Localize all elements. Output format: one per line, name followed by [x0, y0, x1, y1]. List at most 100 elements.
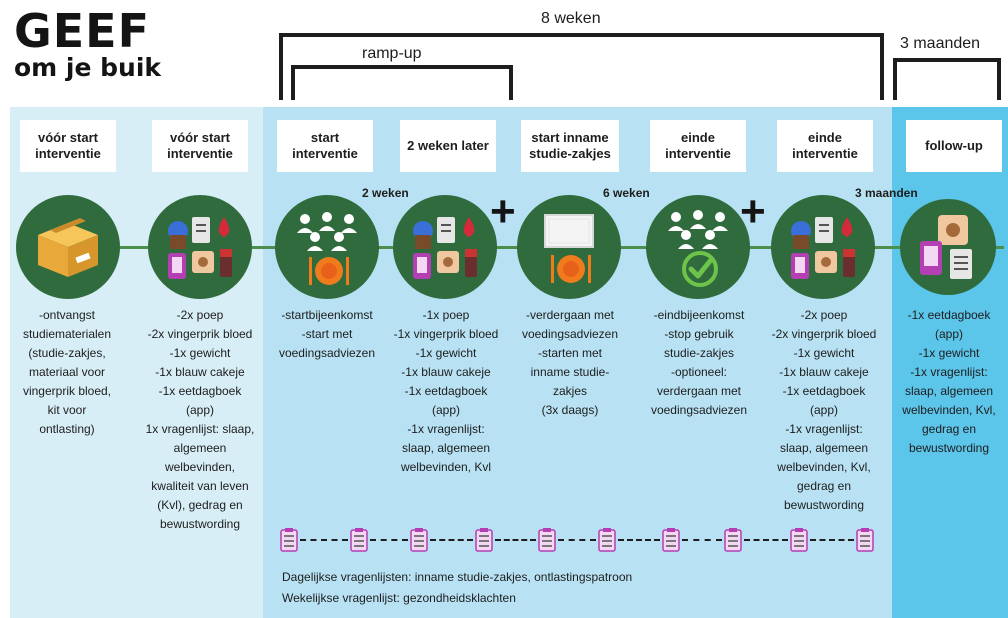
- description-line: welbevinden, Kvl: [400, 460, 492, 474]
- dashed-connector: [430, 539, 473, 541]
- clipboard-icon: [350, 528, 368, 552]
- pre-start-band: [10, 107, 263, 618]
- description-line: (Kvl), gedrag en: [157, 498, 243, 512]
- timeline-line: [18, 246, 1004, 249]
- description-line: -1x gewicht: [415, 346, 477, 360]
- description-line: (app): [431, 403, 460, 417]
- daily-questionnaires-text: Dagelijkse vragenlijsten: inname studie-…: [282, 570, 633, 584]
- dashed-connector: [495, 539, 536, 541]
- label-8-weken: 8 weken: [541, 10, 601, 27]
- description-line: welbevinden,: [164, 460, 236, 474]
- bracket-lines: [279, 33, 1001, 100]
- plus-icon: +: [490, 187, 516, 236]
- description-line: -2x vingerprik bloed: [147, 327, 253, 341]
- clipboard-icon: [598, 528, 616, 552]
- description-line: -1x eetdagboek: [404, 384, 488, 398]
- bracket-3-maanden: [893, 58, 1001, 100]
- description-line: -verdergaan met: [525, 308, 615, 322]
- description-line: -start met: [301, 327, 353, 341]
- phase-description: -1x eetdagboek (app) -1x gewicht -1x vragen…: [887, 306, 1008, 458]
- phase-description: -1x poep -1x vingerprik bloed -1x gewicht -…: [384, 306, 508, 477]
- description-line: -1x vragenlijst:: [910, 365, 988, 379]
- description-line: -1x gewicht: [918, 346, 980, 360]
- description-line: -1x vragenlijst:: [785, 422, 863, 436]
- phase-description: -2x poep -2x vingerprik bloed -1x gewicht -…: [138, 306, 262, 534]
- description-line: -1x blauw cakeje: [401, 365, 491, 379]
- description-line: -stop gebruik: [664, 327, 734, 341]
- description-line: -eindbijeenkomst: [653, 308, 745, 322]
- test-kit-icon: [393, 195, 497, 299]
- description-line: (app): [934, 327, 963, 341]
- phase-label: 2 weken later: [400, 120, 496, 172]
- description-line: (app): [185, 403, 214, 417]
- dashed-connector: [744, 539, 788, 541]
- clipboard-icon: [856, 528, 874, 552]
- bracket-8-weken: [279, 33, 884, 100]
- clipboard-icon: [724, 528, 742, 552]
- description-line: bewustwording: [783, 498, 865, 512]
- logo-subtitle: om je buik: [14, 53, 162, 82]
- dashed-connector: [300, 539, 348, 541]
- description-line: kit voor: [47, 403, 87, 417]
- description-line: gedrag en: [921, 422, 977, 436]
- description-line: bewustwording: [908, 441, 990, 455]
- description-line: voedingsadviezen: [521, 327, 619, 341]
- phase-description: -verdergaan met voedingsadviezen -starten …: [508, 306, 632, 420]
- description-line: -1x blauw cakeje: [155, 365, 245, 379]
- phase-label: vóór start interventie: [152, 120, 248, 172]
- description-line: kwaliteit van leven: [151, 479, 249, 493]
- description-line: -1x eetdagboek: [782, 384, 866, 398]
- description-line: -ontvangst: [38, 308, 96, 322]
- duration-2-weken: 2 weken: [362, 186, 409, 200]
- dashed-connector: [682, 539, 722, 541]
- clipboard-icon: [475, 528, 493, 552]
- bracket-ramp-up: [291, 65, 513, 100]
- weekly-questionnaire-text: Wekelijkse vragenlijst: gezondheidsklach…: [282, 591, 516, 605]
- duration-3-maanden: 3 maanden: [855, 186, 918, 200]
- intervention-band: [263, 107, 892, 618]
- description-line: -2x poep: [176, 308, 224, 322]
- clipboard-icon: [280, 528, 298, 552]
- dashed-connector: [370, 539, 408, 541]
- description-line: -1x eetdagboek: [158, 384, 242, 398]
- description-line: -1x vingerprik bloed: [393, 327, 499, 341]
- logo: GEEF om je buik: [14, 6, 164, 92]
- clipboard-icon: [790, 528, 808, 552]
- description-line: (studie-zakjes,: [28, 346, 106, 360]
- description-line: inname studie-: [530, 365, 610, 379]
- description-line: -1x gewicht: [169, 346, 231, 360]
- phase-label: follow-up: [906, 120, 1002, 172]
- phase-label: start inname studie-zakjes: [521, 120, 619, 172]
- description-line: slaap, algemeen: [401, 441, 491, 455]
- dashed-connector: [558, 539, 596, 541]
- description-line: gedrag en: [796, 479, 852, 493]
- phase-label: einde interventie: [777, 120, 873, 172]
- description-line: -1x poep: [422, 308, 470, 322]
- description-line: welbevinden, Kvl,: [902, 403, 996, 417]
- phase-description: -2x poep-2x vingerprik bloed-1x gewicht-…: [762, 306, 886, 515]
- duration-6-weken: 6 weken: [603, 186, 650, 200]
- description-line: 1x vragenlijst: slaap,: [145, 422, 255, 436]
- people-plate-icon: [275, 195, 379, 299]
- description-line: -2x poep: [800, 308, 848, 322]
- phase-label: einde interventie: [650, 120, 746, 172]
- dashed-connector: [618, 539, 660, 541]
- description-line: -starten met: [537, 346, 603, 360]
- phase-label: vóór start interventie: [20, 120, 116, 172]
- description-line: studie-zakjes: [663, 346, 735, 360]
- phase-description: -eindbijeenkomst -stop gebruik studie-zakj…: [637, 306, 761, 420]
- description-line: (app): [809, 403, 838, 417]
- people-check-icon: [646, 195, 750, 299]
- description-line: slaap, algemeen: [779, 441, 869, 455]
- description-line: bewustwording: [159, 517, 241, 531]
- label-3-maanden: 3 maanden: [900, 35, 981, 52]
- label-ramp-up: ramp-up: [362, 45, 422, 62]
- package-icon: [16, 195, 120, 299]
- description-line: -startbijeenkomst: [281, 308, 373, 322]
- description-line: algemeen: [173, 441, 227, 455]
- description-line: -1x vragenlijst:: [407, 422, 485, 436]
- description-line: zakjes: [552, 384, 587, 398]
- description-line: -1x eetdagboek: [907, 308, 991, 322]
